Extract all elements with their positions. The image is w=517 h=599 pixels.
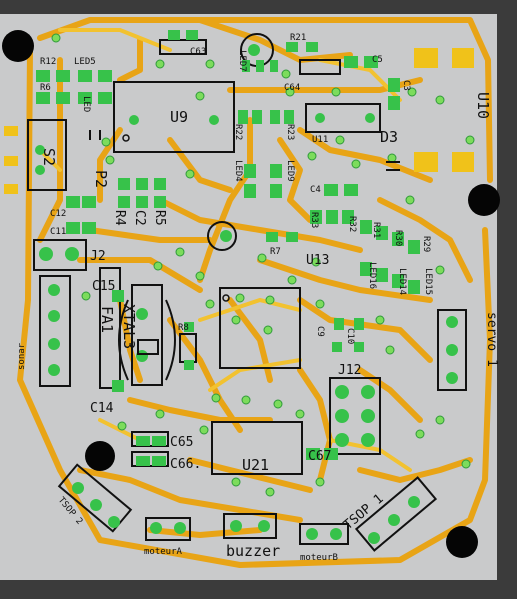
label-p2: P2 bbox=[92, 170, 110, 188]
xtal-body bbox=[137, 339, 159, 355]
label-d3: D3 bbox=[380, 128, 398, 146]
label-c12: C12 bbox=[50, 209, 66, 219]
label-s2: S2 bbox=[40, 148, 58, 166]
label-u10: U10 bbox=[474, 92, 492, 119]
xtal-outline-left bbox=[118, 299, 129, 381]
label-moteurb: moteurB bbox=[300, 553, 338, 563]
label-r4: R4 bbox=[112, 210, 127, 226]
label-r5: R5 bbox=[152, 210, 167, 226]
pads bbox=[36, 30, 420, 466]
label-led7: LED7 bbox=[237, 50, 247, 72]
label-led5: LED5 bbox=[74, 57, 96, 67]
label-led14: LED14 bbox=[397, 268, 407, 295]
label-r8: R8 bbox=[178, 323, 189, 333]
through-hole-pads bbox=[35, 44, 458, 544]
label-r31: R31 bbox=[371, 222, 381, 238]
silkscreen-outlines bbox=[27, 33, 467, 545]
u9-pin1-mark bbox=[122, 134, 130, 142]
tsop2-outline bbox=[57, 463, 133, 533]
label-moteura: moteurA bbox=[144, 547, 183, 557]
label-buzzer: buzzer bbox=[226, 542, 280, 560]
label-r23: R23 bbox=[285, 124, 295, 140]
label-led4: LED4 bbox=[233, 160, 243, 182]
label-r29: R29 bbox=[421, 236, 431, 252]
label-c4: C4 bbox=[310, 185, 321, 195]
label-r12: R12 bbox=[40, 57, 56, 67]
label-r33: R33 bbox=[309, 212, 319, 228]
label-led15: LED15 bbox=[423, 268, 433, 295]
label-r32: R32 bbox=[347, 216, 357, 232]
label-c64: C64 bbox=[284, 83, 300, 93]
label-r6: R6 bbox=[40, 83, 51, 93]
label-c63: C63 bbox=[190, 47, 206, 57]
label-r30: R30 bbox=[393, 230, 403, 246]
d3-marks bbox=[386, 161, 400, 171]
label-c11: C11 bbox=[50, 227, 66, 237]
label-led16: LED16 bbox=[367, 262, 377, 289]
label-c3: C3 bbox=[401, 80, 411, 91]
label-fa1: FA1 bbox=[98, 306, 116, 333]
label-u11: U11 bbox=[312, 135, 328, 145]
label-c2: C2 bbox=[132, 210, 147, 226]
label-c5: C5 bbox=[372, 55, 383, 65]
label-c65: C65 bbox=[170, 435, 193, 450]
label-r22: R22 bbox=[233, 124, 243, 140]
xtal-outline-right bbox=[165, 299, 176, 381]
label-u9: U9 bbox=[170, 108, 188, 126]
label-u13: U13 bbox=[306, 253, 329, 268]
label-c10: C10 bbox=[345, 328, 355, 344]
label-r21: R21 bbox=[290, 33, 306, 43]
label-xtal3: XTAL3 bbox=[120, 304, 138, 349]
label-servo1: servo 1 bbox=[484, 312, 499, 367]
mcu-pin1-mark bbox=[222, 294, 230, 302]
p2-marks bbox=[89, 130, 101, 140]
label-led4-top: LED bbox=[81, 96, 91, 112]
vias bbox=[51, 33, 475, 497]
label-c15: C15 bbox=[92, 279, 115, 294]
label-j2: J2 bbox=[90, 249, 106, 264]
label-c9: C9 bbox=[315, 326, 325, 337]
label-u21: U21 bbox=[242, 456, 269, 474]
tsop1-outline bbox=[354, 476, 438, 552]
label-sonar: sonar bbox=[17, 342, 27, 370]
mounting-holes bbox=[2, 30, 500, 558]
label-led9: LED9 bbox=[285, 160, 295, 182]
label-c14: C14 bbox=[90, 401, 114, 416]
label-r7: R7 bbox=[270, 247, 281, 257]
label-c66: C66. bbox=[170, 457, 201, 472]
label-j12: J12 bbox=[338, 363, 361, 378]
label-c67: C67 bbox=[308, 449, 331, 464]
large-pads bbox=[4, 48, 474, 194]
